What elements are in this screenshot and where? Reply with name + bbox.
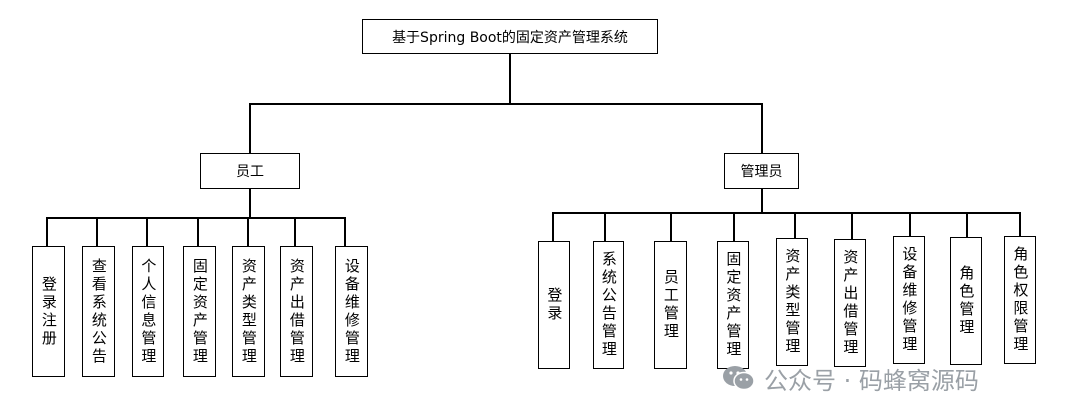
admin-item-label: 设备维修管理 <box>900 246 919 354</box>
admin-item-label: 登录 <box>545 287 564 323</box>
root-node: 基于Spring Boot的固定资产管理系统 <box>362 19 658 54</box>
admin-item-label: 资产出借管理 <box>841 249 860 357</box>
connector <box>197 217 199 247</box>
connector <box>249 103 762 105</box>
connector <box>733 212 735 242</box>
connector <box>294 217 296 247</box>
employee-item-label: 登录注册 <box>39 275 58 348</box>
admin-item-label: 系统公告管理 <box>599 251 618 359</box>
connector <box>670 212 672 242</box>
connector <box>552 212 1021 214</box>
connector <box>249 188 251 218</box>
admin-item: 设备维修管理 <box>893 236 925 364</box>
connector <box>46 217 345 219</box>
employee-item-label: 资产类型管理 <box>239 257 258 366</box>
employee-item-label: 固定资产管理 <box>190 257 209 366</box>
connector <box>761 188 763 213</box>
admin-item: 员工管理 <box>654 241 687 369</box>
employee-label: 员工 <box>236 164 264 180</box>
watermark-text: 公众号 · 码蜂窝源码 <box>764 366 979 395</box>
admin-node: 管理员 <box>724 153 799 189</box>
admin-item: 资产类型管理 <box>776 238 808 366</box>
employee-item-label: 个人信息管理 <box>139 257 158 366</box>
connector <box>851 212 853 240</box>
connector <box>146 217 148 247</box>
connector <box>96 217 98 247</box>
admin-item: 登录 <box>538 241 570 369</box>
connector <box>794 212 796 239</box>
employee-item: 资产类型管理 <box>232 246 265 377</box>
admin-item-label: 员工管理 <box>661 269 680 341</box>
employee-item: 设备维修管理 <box>335 246 368 377</box>
employee-item: 个人信息管理 <box>132 246 164 377</box>
connector <box>966 212 968 238</box>
connector <box>909 212 911 237</box>
admin-item: 系统公告管理 <box>593 241 624 369</box>
employee-item: 登录注册 <box>32 246 65 377</box>
admin-item-label: 角色管理 <box>957 265 976 337</box>
connector <box>509 53 511 104</box>
admin-item-label: 资产类型管理 <box>783 248 802 356</box>
connector <box>344 217 346 247</box>
admin-item: 资产出借管理 <box>834 239 866 367</box>
connector <box>46 217 48 247</box>
admin-item: 角色权限管理 <box>1004 236 1036 364</box>
connector <box>604 212 606 242</box>
connector <box>552 212 554 242</box>
employee-item: 查看系统公告 <box>82 246 115 377</box>
employee-item: 固定资产管理 <box>183 246 216 377</box>
admin-item-label: 角色权限管理 <box>1011 246 1030 354</box>
employee-item-label: 查看系统公告 <box>89 257 108 366</box>
admin-item: 固定资产管理 <box>717 241 749 369</box>
admin-label: 管理员 <box>740 164 783 180</box>
connector <box>1019 212 1021 237</box>
employee-node: 员工 <box>200 153 300 189</box>
employee-item: 资产出借管理 <box>280 246 313 377</box>
connector <box>247 217 249 247</box>
connector <box>249 103 251 154</box>
wechat-icon <box>723 366 755 391</box>
watermark: 公众号 · 码蜂窝源码 <box>722 360 979 396</box>
admin-item: 角色管理 <box>950 237 982 365</box>
employee-item-label: 资产出借管理 <box>287 257 306 366</box>
admin-item-label: 固定资产管理 <box>724 251 743 359</box>
connector <box>761 103 763 154</box>
root-label: 基于Spring Boot的固定资产管理系统 <box>392 29 628 46</box>
employee-item-label: 设备维修管理 <box>342 257 361 366</box>
